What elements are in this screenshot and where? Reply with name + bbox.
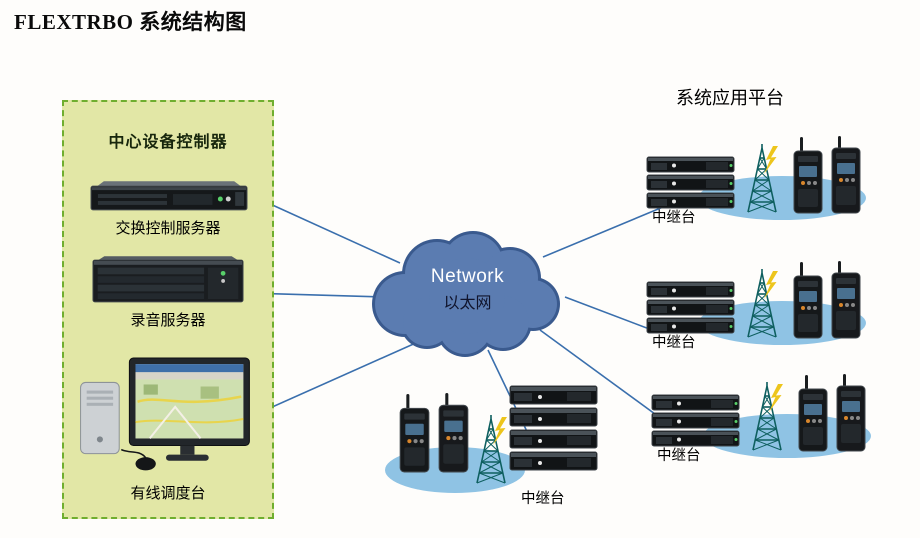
cloud-title: Network: [430, 266, 505, 287]
wire-cloud-site2: [564, 296, 653, 331]
repeater-site-right-bottom: 中继台: [645, 368, 875, 468]
recording-server-icon: [92, 255, 244, 305]
repeater-stack-icon: [646, 156, 736, 210]
repeater-site-label: 中继台: [657, 448, 701, 464]
portable-radios-icon: [398, 393, 470, 475]
repeater-site-label: 中继台: [521, 491, 565, 507]
dispatch-console-icon: [78, 356, 254, 476]
cloud-shape: [372, 231, 560, 357]
controller-box: 中心设备控制器 交换控制服务器 录音服务器 有线调度台: [62, 100, 274, 519]
page-title: FLEXTRBO 系统结构图: [14, 10, 247, 34]
cloud-subtitle: 以太网: [443, 295, 492, 312]
network-cloud: Network 以太网: [365, 222, 570, 360]
switch-control-server-label: 交换控制服务器: [115, 221, 221, 237]
dispatch-console-label: 有线调度台: [130, 486, 206, 502]
repeater-stack-icon: [651, 394, 741, 448]
platform-label: 系统应用平台: [676, 88, 784, 108]
cloud-text: Network 以太网: [365, 266, 570, 313]
repeater-site-bottom-center: 中继台: [385, 385, 605, 510]
repeater-stack-icon: [509, 385, 599, 473]
controller-box-title: 中心设备控制器: [108, 134, 228, 151]
portable-radios-icon: [792, 136, 862, 216]
repeater-site-right-top: 中继台: [640, 130, 870, 230]
recording-server-label: 录音服务器: [130, 313, 206, 329]
portable-radios-icon: [797, 374, 867, 454]
antenna-tower-icon: [738, 144, 788, 214]
switch-control-server-icon: [90, 180, 248, 214]
repeater-site-right-middle: 中继台: [640, 255, 870, 355]
repeater-site-label: 中继台: [652, 210, 696, 226]
repeater-stack-icon: [646, 281, 736, 335]
antenna-tower-icon: [738, 269, 788, 339]
repeater-site-label: 中继台: [652, 335, 696, 351]
portable-radios-icon: [792, 261, 862, 341]
antenna-tower-icon: [743, 382, 793, 452]
